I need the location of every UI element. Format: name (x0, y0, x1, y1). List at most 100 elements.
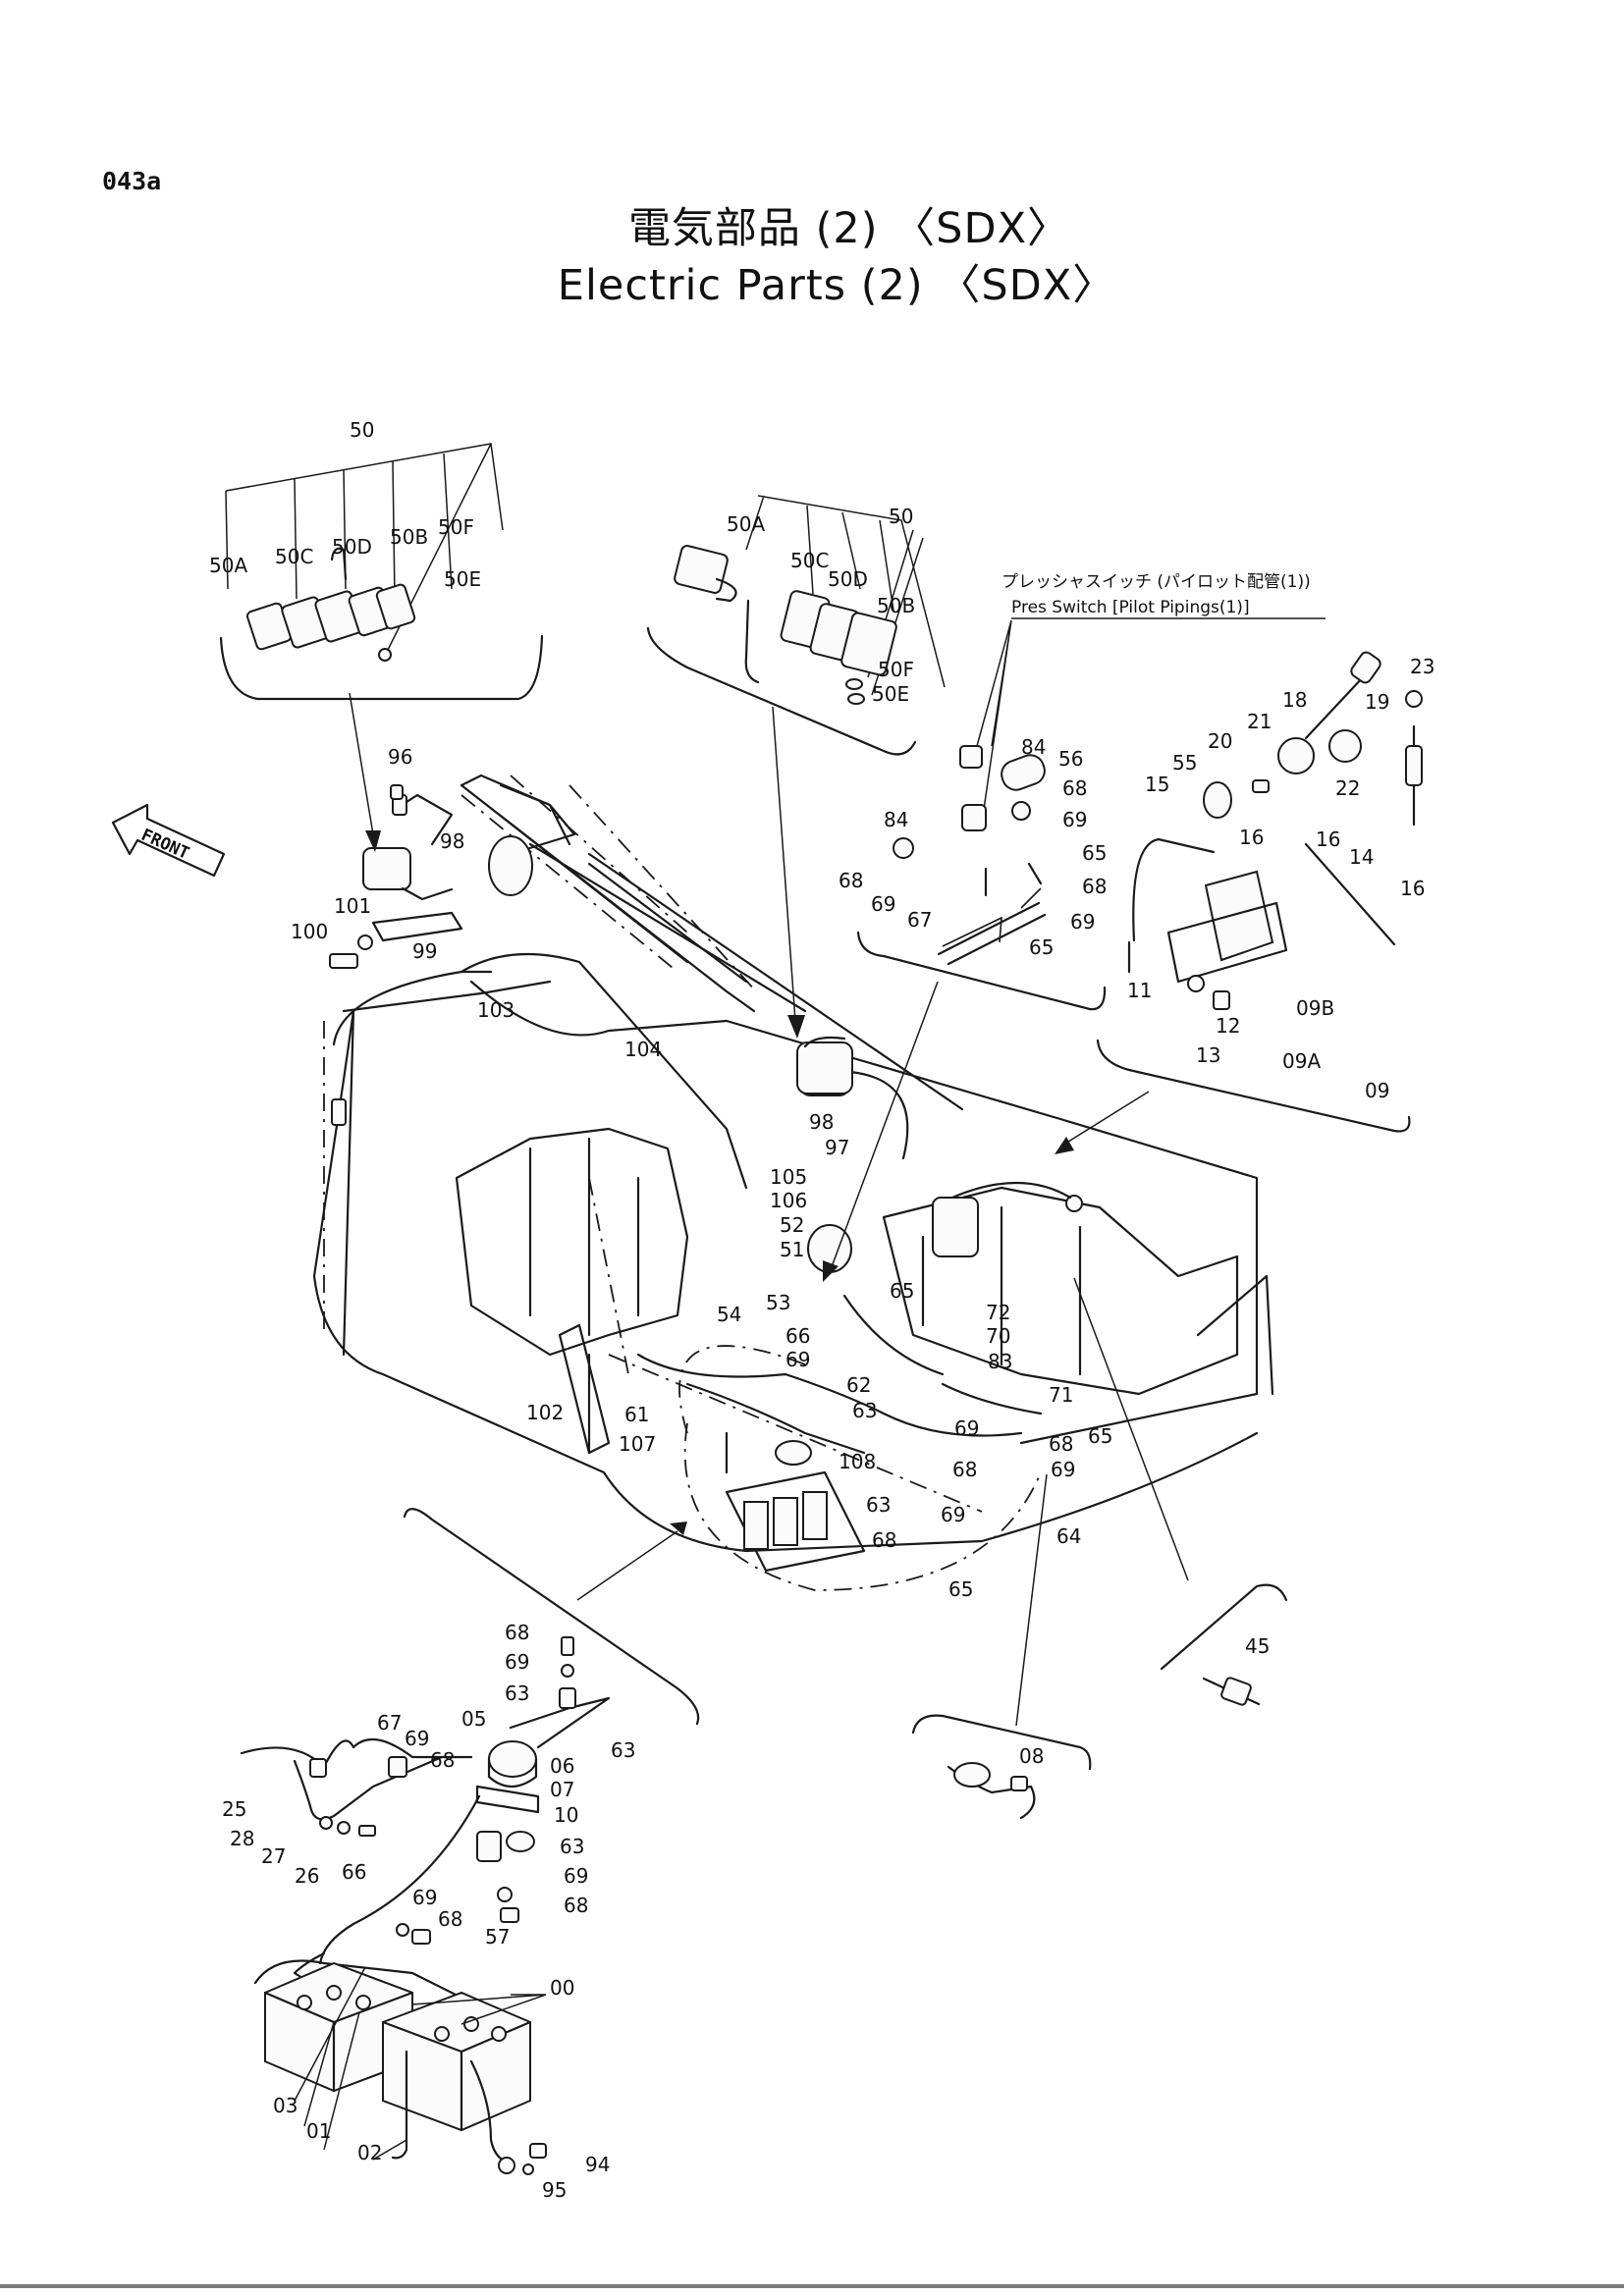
callout-50A: 50A (209, 554, 247, 577)
callout-09: 09 (1365, 1079, 1389, 1102)
callout-09A: 09A (1282, 1049, 1321, 1073)
callout-50D: 50D (332, 535, 372, 559)
callout-101: 101 (334, 894, 371, 918)
callout-106: 106 (770, 1189, 807, 1212)
callout-65: 65 (948, 1577, 973, 1601)
callout-63: 63 (852, 1399, 877, 1422)
callout-68: 68 (872, 1528, 896, 1552)
callout-09B: 09B (1296, 996, 1334, 1020)
callout-52: 52 (780, 1213, 804, 1237)
callout-68: 68 (505, 1621, 529, 1644)
callout-23: 23 (1410, 655, 1435, 678)
callout-83: 83 (988, 1350, 1012, 1373)
callout-68: 68 (1082, 875, 1107, 898)
callout-70: 70 (986, 1324, 1010, 1348)
inset-reserve-tank: 23 18 19 21 20 55 22 15 16 16 14 16 11 1… (1096, 651, 1435, 1133)
callout-22: 22 (1335, 776, 1360, 800)
callout-06: 06 (550, 1754, 574, 1778)
callout-50B: 50B (877, 594, 915, 617)
callout-108: 108 (839, 1450, 876, 1473)
callout-63: 63 (866, 1493, 891, 1517)
callout-68: 68 (1049, 1432, 1073, 1456)
callout-69: 69 (412, 1886, 437, 1909)
callout-16: 16 (1239, 826, 1264, 849)
callout-98: 98 (440, 829, 464, 853)
callout-64: 64 (1056, 1524, 1081, 1548)
callout-54: 54 (717, 1303, 741, 1326)
callout-100: 100 (291, 920, 328, 943)
callout-27: 27 (261, 1844, 286, 1868)
inset-bracket-battery (403, 1508, 700, 1726)
callout-07: 07 (550, 1778, 574, 1801)
callout-65: 65 (1082, 841, 1107, 865)
callout-69: 69 (564, 1864, 588, 1888)
callout-03: 03 (273, 2094, 298, 2117)
page-title-japanese: 電気部品 (2) 〈SDX〉 (627, 204, 1071, 253)
machine-body (312, 774, 1274, 1591)
callout-67: 67 (377, 1711, 402, 1735)
callout-68: 68 (438, 1907, 462, 1931)
page-title-english: Electric Parts (2) 〈SDX〉 (557, 261, 1116, 310)
callout-21: 21 (1247, 710, 1272, 733)
callout-50E: 50E (872, 682, 909, 706)
callout-00: 00 (550, 1976, 574, 2000)
callout-08: 08 (1019, 1744, 1044, 1768)
callout-45: 45 (1245, 1634, 1270, 1658)
callout-84: 84 (1021, 735, 1046, 759)
inset-switch-middle: 50A 50 50C 50D 50B 50F 50E (646, 495, 946, 756)
callout-98: 98 (809, 1110, 834, 1134)
callout-103: 103 (477, 998, 514, 1022)
callout-50F: 50F (878, 658, 914, 681)
page-footer-rule (0, 2284, 1624, 2288)
inset-switch-left: 50 50A 50C 50D 50B 50F 50E (209, 418, 544, 701)
callout-14: 14 (1349, 845, 1374, 869)
callout-28: 28 (230, 1827, 254, 1850)
callout-50D: 50D (828, 567, 868, 591)
sensor-45: 45 (1202, 1634, 1270, 1706)
callout-62: 62 (846, 1373, 871, 1397)
callout-95: 95 (542, 2178, 567, 2202)
callout-63: 63 (560, 1835, 584, 1858)
callout-13: 13 (1196, 1043, 1220, 1067)
callout-105: 105 (770, 1165, 807, 1189)
battery-relay-assembly: 68 69 63 05 63 67 69 68 06 07 10 25 28 2… (222, 1621, 635, 2202)
callout-107: 107 (619, 1432, 656, 1456)
callout-66: 66 (785, 1324, 810, 1348)
callout-56: 56 (1058, 747, 1083, 771)
callout-51: 51 (780, 1238, 804, 1261)
callout-72: 72 (986, 1301, 1010, 1324)
callout-65: 65 (1088, 1424, 1112, 1448)
callout-63: 63 (611, 1738, 635, 1762)
inset-bracket-sensor45 (1160, 1583, 1288, 1671)
callout-69: 69 (785, 1348, 810, 1371)
callout-15: 15 (1145, 773, 1169, 796)
callout-68: 68 (430, 1748, 455, 1772)
callout-50C: 50C (790, 549, 829, 572)
inset-pressure-switch: 84 56 68 84 69 68 65 69 68 67 69 65 (839, 735, 1107, 1011)
callout-50C: 50C (275, 545, 313, 568)
callout-68: 68 (1062, 776, 1087, 800)
callout-65: 65 (890, 1279, 914, 1303)
callout-68: 68 (952, 1458, 977, 1481)
callout-97: 97 (825, 1136, 849, 1159)
callout-12: 12 (1216, 1014, 1240, 1038)
callout-01: 01 (306, 2119, 331, 2143)
callout-99: 99 (412, 939, 437, 963)
callout-55: 55 (1172, 751, 1197, 774)
callout-16: 16 (1316, 828, 1340, 851)
main-callouts: 96 98 101 100 99 103 104 98 97 105 106 5… (291, 745, 1112, 1601)
callout-63: 63 (505, 1682, 529, 1705)
callout-61: 61 (624, 1403, 649, 1426)
pres-switch-note-jp: プレッシャスイッチ (パイロット配管(1)) (1001, 572, 1311, 592)
callout-104: 104 (624, 1038, 662, 1061)
pres-switch-note-en: Pres Switch [Pilot Pipings(1)] (1011, 598, 1250, 617)
callout-50F: 50F (438, 515, 474, 539)
callout-68: 68 (839, 869, 863, 892)
callout-57: 57 (485, 1925, 510, 1949)
callout-20: 20 (1208, 729, 1232, 753)
callout-50: 50 (350, 418, 374, 442)
callout-53: 53 (766, 1291, 790, 1314)
callout-67: 67 (907, 908, 932, 932)
callout-96: 96 (388, 745, 412, 769)
